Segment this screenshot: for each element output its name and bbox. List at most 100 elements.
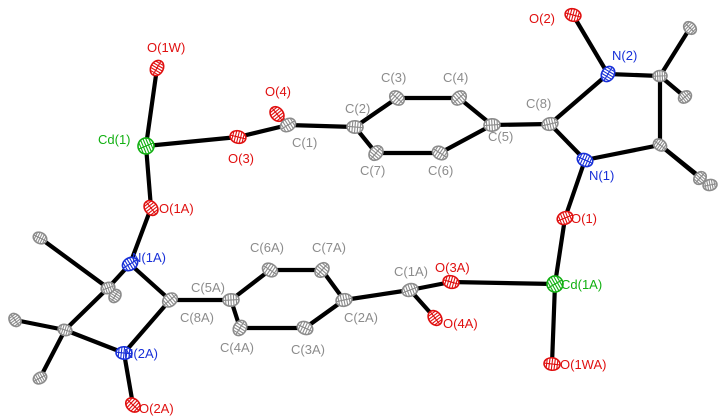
atom-C7: [368, 144, 384, 162]
atoms-layer: [8, 7, 718, 413]
bond-N1A-C8A: [127, 261, 173, 303]
bond-O3A-Cd1A: [448, 279, 558, 287]
atom-N1A: [121, 256, 139, 272]
atom-O3: [229, 129, 247, 145]
bond-Cq1A-Cq2A: [62, 285, 111, 333]
atom-label-O1WA: O(1WA): [560, 357, 606, 372]
atom-N1: [576, 152, 594, 168]
atom-axis: [577, 156, 593, 164]
atom-label-O4A: O(4A): [443, 316, 478, 331]
atom-N2A: [115, 345, 133, 361]
atom-axis: [126, 399, 140, 411]
atom-C4A: [232, 319, 248, 337]
bond-N2-O2: [570, 12, 611, 77]
atom-axis: [222, 299, 240, 301]
bond-N1-Cq2: [582, 142, 663, 163]
atom-Me4A: [32, 371, 48, 385]
atom-axis: [115, 351, 133, 355]
atom-label-C5: C(5): [488, 129, 513, 144]
atom-C3: [388, 90, 406, 106]
atom-Cq2A: [57, 323, 73, 337]
atom-label-C5A: C(5A): [191, 280, 225, 295]
atom-axis: [653, 140, 667, 150]
bond-C2A-C1A: [341, 287, 413, 303]
atom-axis: [694, 172, 706, 184]
atom-label-C3: C(3): [381, 70, 406, 85]
atom-axis: [280, 120, 296, 130]
atom-label-C8: C(8): [526, 96, 551, 111]
atom-axis: [297, 324, 313, 332]
atom-axis: [10, 314, 20, 326]
bond-O1-Cd1A: [552, 215, 568, 287]
bond-C8-N2: [547, 71, 611, 127]
atom-C6: [431, 145, 449, 161]
atom-Cq1: [652, 69, 668, 83]
atom-axis: [152, 60, 162, 76]
bond-C8A-N2A: [121, 297, 173, 356]
atom-label-O1A: O(1A): [159, 201, 194, 216]
atom-axis: [542, 121, 558, 127]
bond-Cq1A-Me1A: [37, 235, 111, 291]
atom-Me4: [702, 178, 718, 192]
atom-O2: [564, 7, 582, 23]
atom-label-C4A: C(4A): [220, 340, 254, 355]
atom-axis: [483, 123, 501, 127]
atom-axis: [402, 286, 418, 294]
atom-axis: [138, 142, 154, 150]
bond-C5-C8: [489, 121, 553, 128]
atom-label-C2A: C(2A): [344, 310, 378, 325]
bond-Cd1-O1A: [143, 143, 154, 211]
atom-axis: [679, 92, 691, 102]
atom-Me1A: [32, 231, 48, 245]
atom-Cq1A: [100, 281, 116, 295]
bond-O1A-N1A: [127, 205, 154, 267]
bond-N2-Cq1: [605, 71, 663, 79]
atom-C5A: [222, 292, 240, 308]
atom-label-N2A: N(2A): [124, 346, 158, 361]
atom-label-N2: N(2): [612, 48, 637, 63]
bond-C5A-C6A: [228, 267, 273, 303]
atom-Cd1: [137, 137, 155, 155]
atom-axis: [58, 327, 72, 333]
atom-O1A: [143, 199, 159, 217]
atom-axis: [443, 279, 459, 285]
atom-axis: [684, 22, 696, 34]
atom-O1W: [149, 59, 165, 77]
atom-O3A: [442, 274, 460, 290]
atom-C1: [279, 117, 297, 133]
bond-Cd1-O3: [143, 134, 241, 149]
atom-N2: [600, 65, 616, 83]
atom-axis: [565, 12, 581, 18]
atom-C4: [450, 90, 468, 106]
atom-label-C8A: C(8A): [180, 310, 214, 325]
atom-label-C6A: C(6A): [250, 240, 284, 255]
atom-label-O3: O(3): [228, 151, 254, 166]
atom-axis: [370, 146, 382, 160]
atom-axis: [163, 294, 177, 306]
atom-axis: [452, 92, 466, 104]
atom-axis: [432, 148, 448, 158]
atom-Me3A: [8, 312, 22, 328]
atom-O4A: [427, 309, 443, 327]
atom-axis: [263, 265, 277, 275]
atom-axis: [557, 214, 573, 222]
atom-axis: [703, 183, 717, 187]
atom-axis: [603, 66, 613, 82]
atom-axis: [390, 92, 404, 104]
atom-C2A: [335, 292, 353, 308]
bond-O1W-Cd1: [143, 65, 160, 149]
atom-label-C7A: C(7A): [312, 240, 346, 255]
atom-label-O2A: O(2A): [139, 401, 174, 416]
atom-label-C1A: C(1A): [394, 264, 428, 279]
atom-axis: [316, 263, 328, 277]
atom-axis: [33, 374, 47, 382]
bond-C5-C6: [437, 122, 495, 156]
atom-label-C7: C(7): [360, 163, 385, 178]
labels-layer: O(1W)Cd(1)O(3)O(4)C(1)C(2)C(3)C(4)C(5)C(…: [98, 11, 637, 416]
atom-C5: [483, 117, 501, 133]
atom-label-N1A: N(1A): [132, 250, 166, 265]
bond-C1-C2: [285, 122, 358, 130]
bond-Cd1A-O1WA: [549, 281, 558, 367]
atom-label-C4: C(4): [443, 70, 468, 85]
